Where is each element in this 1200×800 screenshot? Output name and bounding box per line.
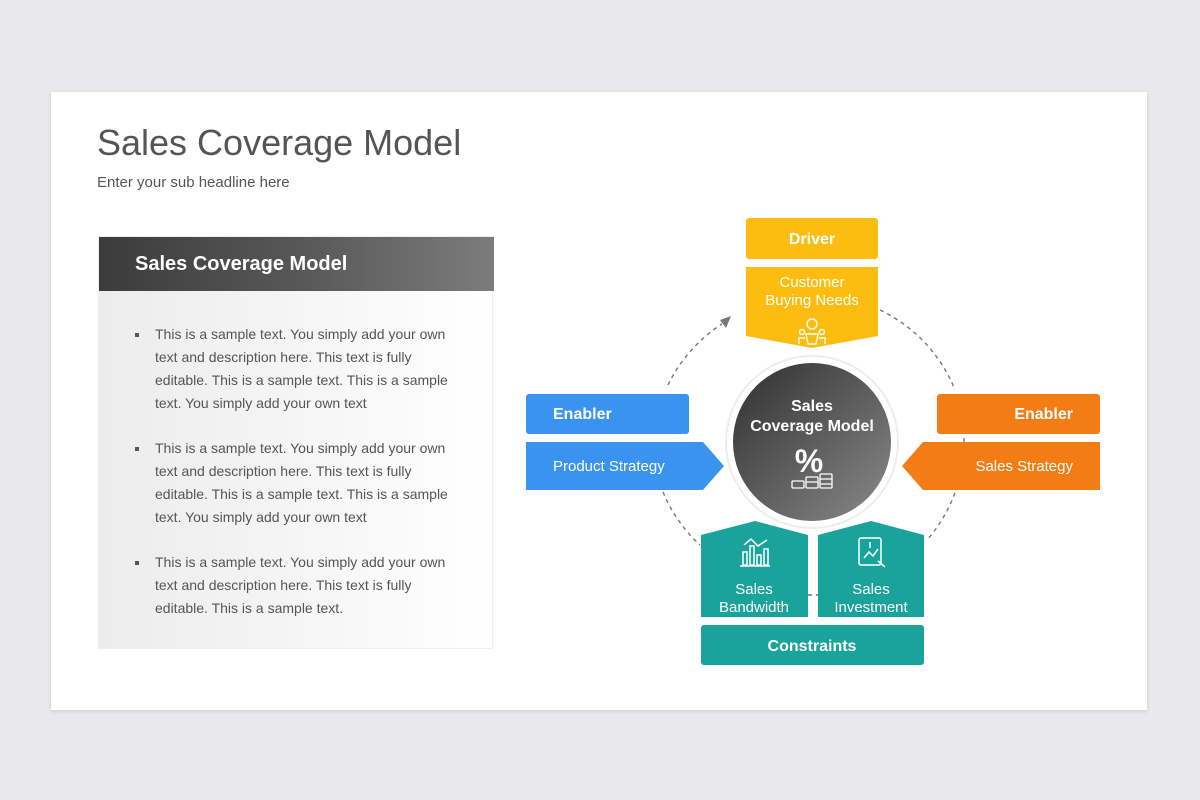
center-line1: Sales (791, 398, 833, 415)
driver-block: Driver Customer Buying Needs (746, 218, 878, 348)
bullet-list: This is a sample text. You simply add yo… (135, 323, 455, 642)
sales-strategy-label: Sales Strategy (975, 458, 1073, 475)
panel-header-title: Sales Coverage Model (135, 253, 348, 275)
customer-needs-shape (746, 267, 878, 348)
arc-left-bottom (662, 491, 701, 546)
sales-bandwidth-line2: Bandwidth (719, 599, 789, 616)
arc-top-left (667, 323, 723, 386)
customer-needs-line2: Buying Needs (765, 292, 858, 309)
bullet-item: This is a sample text. You simply add yo… (135, 437, 455, 529)
orbit-arrowhead (720, 316, 731, 328)
sales-investment-line2: Investment (834, 599, 908, 616)
center-line2: Coverage Model (750, 418, 874, 435)
percent-coins-icon: % (791, 443, 833, 489)
constraints-header (701, 625, 924, 665)
right-enabler-header-label: Enabler (1014, 406, 1073, 423)
page-title: Sales Coverage Model (97, 122, 462, 163)
bullet-item: This is a sample text. You simply add yo… (135, 551, 455, 620)
bar-chart-icon (740, 537, 770, 567)
page-subtitle: Enter your sub headline here (97, 174, 290, 191)
panel-header: Sales Coverage Model (99, 237, 494, 291)
customer-needs-line1: Customer (779, 274, 844, 291)
product-strategy-shape (526, 442, 724, 490)
constraints-block: Sales Bandwidth Sales Investment Constra… (701, 521, 924, 665)
sales-investment-shape (818, 521, 924, 617)
driver-header-label: Driver (789, 231, 835, 248)
svg-text:%: % (795, 443, 823, 479)
left-enabler-block: Enabler Product Strategy (526, 394, 724, 490)
sales-investment-line1: Sales (852, 581, 890, 598)
sales-bandwidth-shape (701, 521, 808, 617)
right-enabler-header (937, 394, 1100, 434)
arc-top-right (879, 309, 956, 391)
customer-needs-icon (798, 318, 826, 345)
sales-bandwidth-line1: Sales (735, 581, 773, 598)
product-strategy-label: Product Strategy (553, 458, 665, 475)
text-panel: Sales Coverage Model This is a sample te… (98, 236, 494, 649)
driver-header (746, 218, 878, 259)
sales-strategy-shape (902, 442, 1100, 490)
constraints-header-label: Constraints (768, 638, 857, 655)
investment-tablet-icon (858, 537, 886, 568)
center-hub: Sales Coverage Model % (725, 355, 899, 529)
center-circle (733, 363, 891, 521)
right-enabler-block: Enabler Sales Strategy (902, 394, 1100, 490)
left-enabler-header (526, 394, 689, 434)
bullet-item: This is a sample text. You simply add yo… (135, 323, 455, 415)
left-enabler-header-label: Enabler (553, 406, 612, 423)
